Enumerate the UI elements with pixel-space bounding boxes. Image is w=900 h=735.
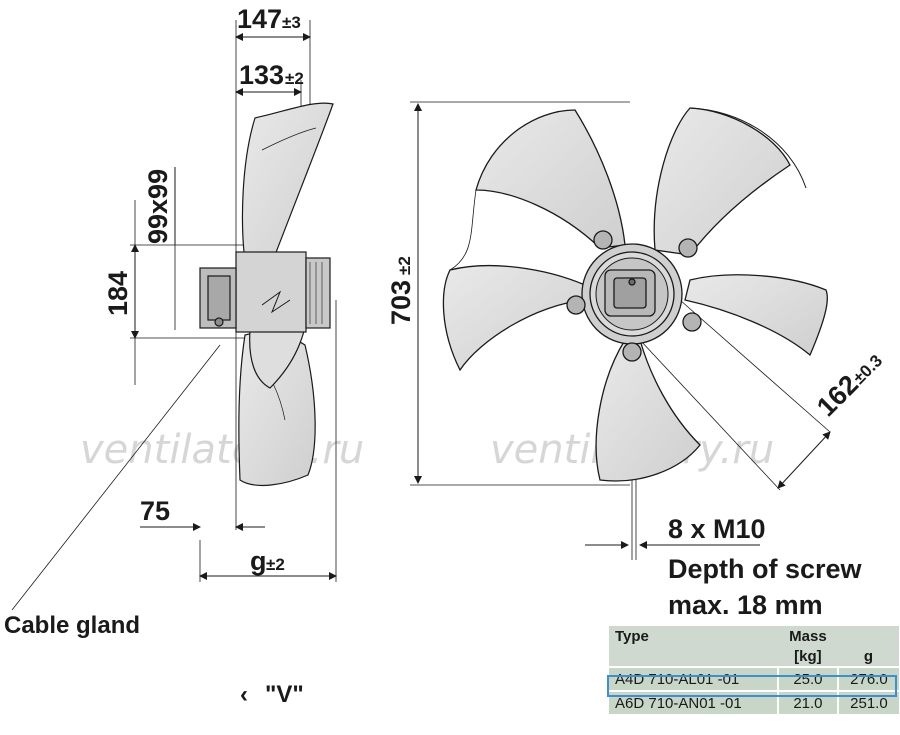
dim-703: 703 xyxy=(386,280,416,325)
row-type: A6D 710-AN01 -01 xyxy=(609,690,778,714)
dim-147: 147 xyxy=(237,4,282,34)
col-type-sub xyxy=(609,646,778,667)
view-marker-label: "V" xyxy=(265,681,304,708)
screw-depth-value: max. 18 mm xyxy=(668,590,823,620)
col-g-header: g xyxy=(837,646,899,667)
table-row[interactable]: A4D 710-AL01 -01 25.0 276.0 xyxy=(609,666,899,691)
side-view xyxy=(11,20,337,611)
side-view-fan-body xyxy=(199,102,334,486)
dim-133-tol: ±2 xyxy=(285,69,304,88)
dim-75: 75 xyxy=(140,496,170,526)
table-row[interactable]: A6D 710-AN01 -01 21.0 251.0 xyxy=(609,690,899,714)
col-mass-header: Mass xyxy=(777,626,838,646)
row-mass: 25.0 xyxy=(776,666,838,691)
type-mass-table: Type Mass [kg] g A4D 710-AL01 -01 25.0 2… xyxy=(609,626,899,714)
table-subheader-row: [kg] g xyxy=(609,646,899,667)
front-view-fan xyxy=(442,107,828,482)
dim-99x99: 99x99 xyxy=(143,169,173,244)
watermark-left: ventilatorry.ru xyxy=(80,427,364,473)
col-type-header: Type xyxy=(609,626,778,646)
dim-184: 184 xyxy=(103,271,133,316)
col-g-header-spacer xyxy=(837,626,899,646)
table-header-row: Type Mass xyxy=(609,626,899,646)
dim-147-tol: ±3 xyxy=(282,13,301,32)
row-g: 251.0 xyxy=(836,690,899,714)
dim-703-tol: ±2 xyxy=(395,256,414,275)
col-mass-unit: [kg] xyxy=(777,646,838,667)
screw-depth-label: Depth of screw xyxy=(668,554,863,584)
dim-g-tol: ±2 xyxy=(266,555,285,574)
dim-g: g xyxy=(250,546,267,576)
row-type: A4D 710-AL01 -01 xyxy=(609,666,778,691)
dim-133: 133 xyxy=(239,60,284,90)
cable-gland-label: Cable gland xyxy=(4,612,140,639)
screw-spec: 8 x M10 xyxy=(668,514,766,544)
row-mass: 21.0 xyxy=(776,690,838,714)
view-arrow-icon: ‹ xyxy=(240,681,248,708)
row-g: 276.0 xyxy=(836,666,899,691)
